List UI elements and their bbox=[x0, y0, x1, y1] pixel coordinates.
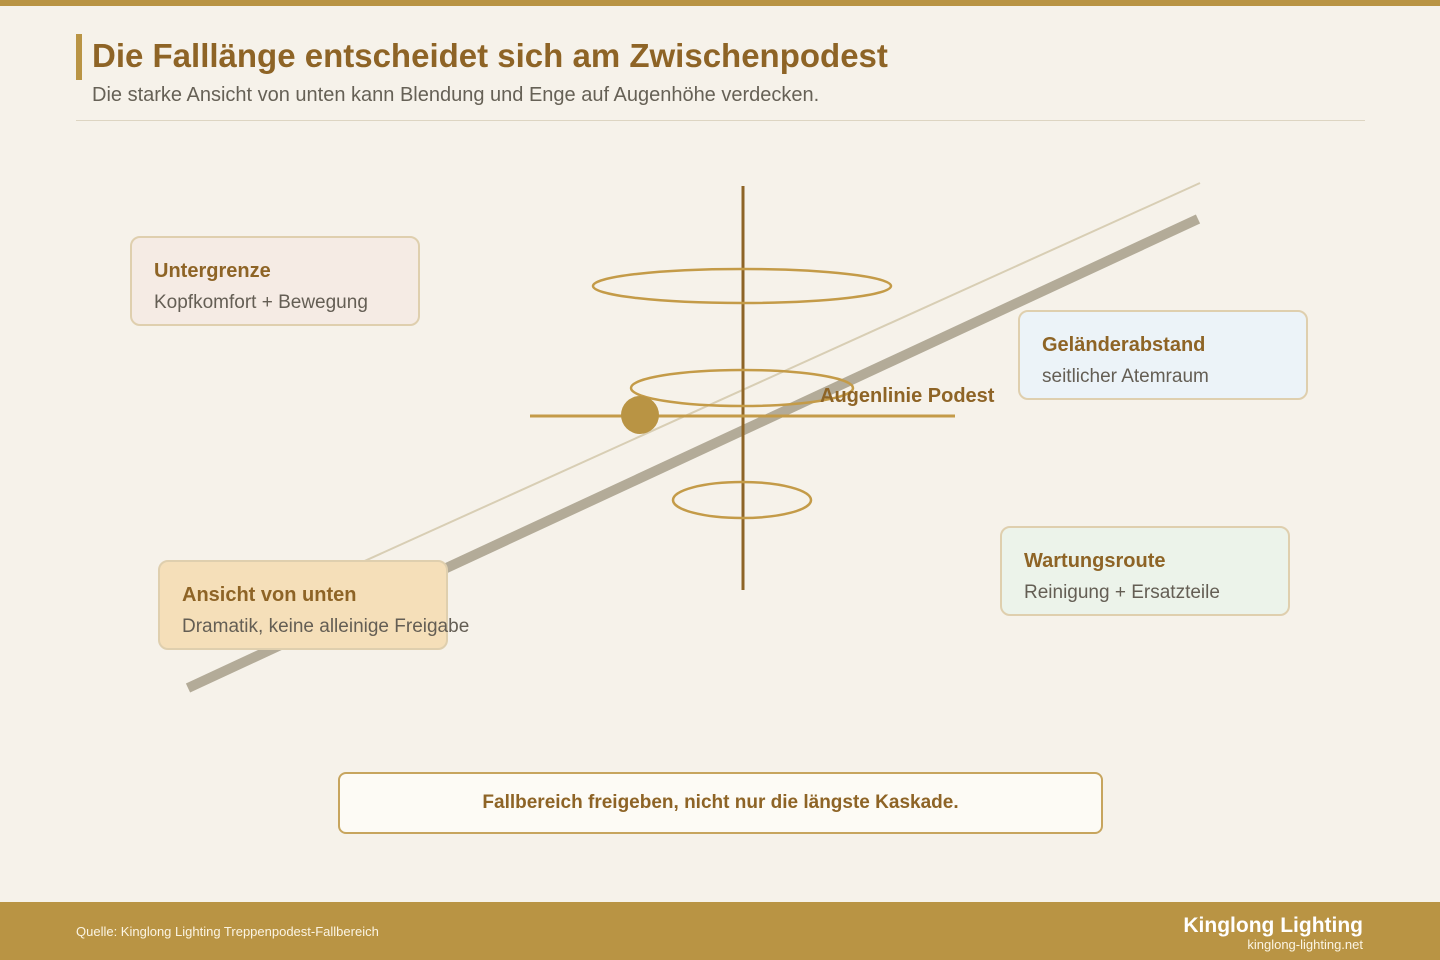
card-untergrenze: Untergrenze Kopfkomfort + Bewegung bbox=[130, 236, 420, 326]
page-title: Die Falllänge entscheidet sich am Zwisch… bbox=[92, 37, 888, 74]
card-title: Ansicht von unten bbox=[182, 584, 357, 606]
header-divider bbox=[76, 120, 1365, 121]
card-title: Untergrenze bbox=[154, 260, 271, 282]
card-ansicht-von-unten: Ansicht von unten Dramatik, keine allein… bbox=[158, 560, 470, 650]
card-subtitle: Reinigung + Ersatzteile bbox=[1024, 582, 1220, 603]
top-accent-bar bbox=[0, 0, 1440, 6]
brand-url: kinglong-lighting.net bbox=[1247, 937, 1363, 952]
card-subtitle: Dramatik, keine alleinige Freigabe bbox=[182, 616, 470, 637]
footer-bar: Quelle: Kinglong Lighting Treppenpodest-… bbox=[0, 902, 1440, 960]
title-accent-bar bbox=[76, 34, 82, 80]
conclusion-callout: Fallbereich freigeben, nicht nur die län… bbox=[338, 772, 1103, 834]
chandelier-ring-bottom bbox=[671, 480, 813, 520]
card-gelaenderabstand: Geländerabstand seitlicher Atemraum bbox=[1018, 310, 1308, 400]
eye-point-marker bbox=[621, 396, 659, 434]
card-title: Geländerabstand bbox=[1042, 334, 1206, 356]
card-wartungsroute: Wartungsroute Reinigung + Ersatzteile bbox=[1000, 526, 1290, 616]
page-subtitle: Die starke Ansicht von unten kann Blendu… bbox=[92, 84, 820, 106]
card-subtitle: Kopfkomfort + Bewegung bbox=[154, 292, 368, 313]
source-note: Quelle: Kinglong Lighting Treppenpodest-… bbox=[76, 924, 379, 939]
chandelier-ring-top bbox=[591, 267, 893, 305]
card-subtitle: seitlicher Atemraum bbox=[1042, 366, 1209, 387]
eye-line-label: Augenlinie Podest bbox=[820, 385, 995, 407]
chandelier-ring-middle bbox=[629, 368, 855, 408]
brand-name: Kinglong Lighting bbox=[1183, 914, 1363, 937]
card-title: Wartungsroute bbox=[1024, 550, 1166, 572]
